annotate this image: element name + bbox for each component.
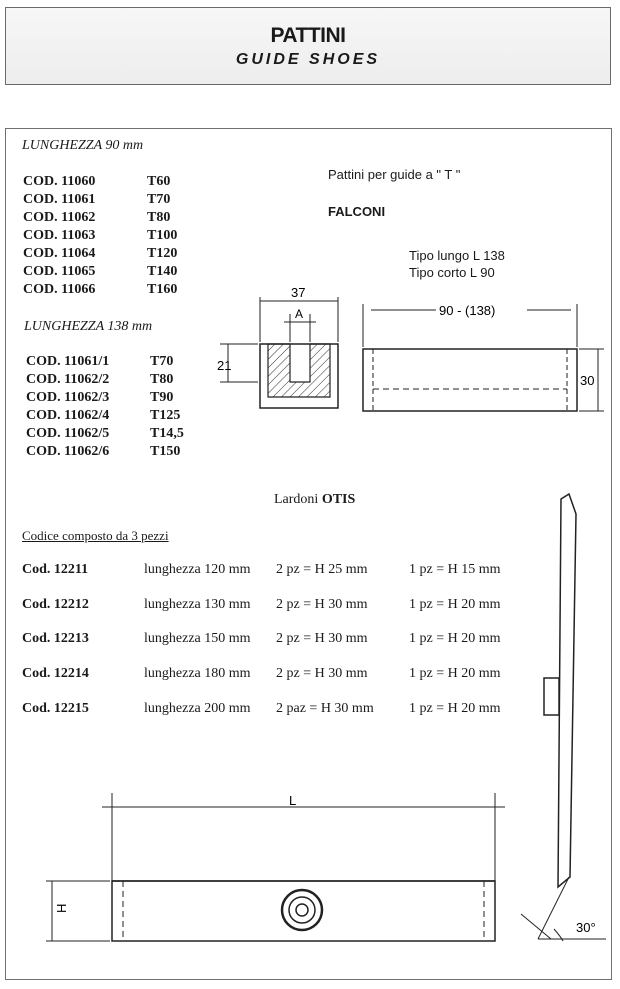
page-title: PATTINI [270, 24, 346, 47]
short-type-label: Tipo corto L 90 [409, 265, 495, 280]
table-row: Cod. 12213 lunghezza 150 mm 2 pz = H 30 … [22, 631, 501, 646]
lardone-drawing: 30° L H [46, 492, 606, 942]
lardoni-subtitle: Codice composto da 3 pezzi [22, 528, 169, 543]
page-header: PATTINI GUIDE SHOES [5, 7, 611, 85]
length-138-heading: LUNGHEZZA 138 mm [24, 319, 153, 334]
width-dim: 37 [291, 285, 305, 300]
l-dim: L [289, 793, 296, 808]
length-dim: 90 - (138) [439, 303, 495, 318]
guides-label: Pattini per guide a " T " [328, 167, 461, 182]
height-dim: 21 [217, 358, 231, 373]
a-dim: A [295, 307, 303, 321]
table-row: Cod. 12214 lunghezza 180 mm 2 pz = H 30 … [22, 666, 501, 681]
long-type-label: Tipo lungo L 138 [409, 248, 505, 263]
lardoni-title: Lardoni OTIS [274, 492, 356, 507]
table-row: Cod. 12215 lunghezza 200 mm 2 paz = H 30… [22, 701, 501, 716]
length-90-heading: LUNGHEZZA 90 mm [22, 138, 144, 153]
side-dim: 30 [580, 373, 594, 388]
brand-label: FALCONI [328, 204, 386, 219]
table-row: Cod. 12212 lunghezza 130 mm 2 pz = H 30 … [22, 597, 501, 612]
table-row: Cod. 12211 lunghezza 120 mm 2 pz = H 25 … [22, 562, 501, 577]
page-subtitle: GUIDE SHOES [235, 51, 381, 68]
guide-shoe-drawing: 37 A 21 90 - (138) 30 [217, 285, 604, 412]
h-dim: H [54, 904, 69, 913]
angle-dim: 30° [576, 920, 596, 935]
